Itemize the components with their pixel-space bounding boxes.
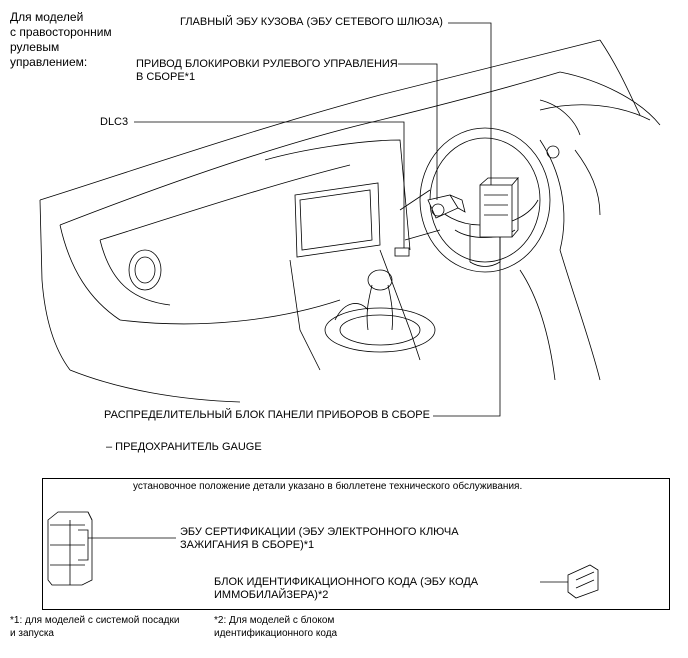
box-note: установочное положение детали указано в … — [133, 481, 523, 492]
footnote-1-line2: и запуска — [10, 628, 54, 639]
label-steering-lock-line2: В СБОРЕ*1 — [136, 71, 196, 83]
installation-note-box — [42, 478, 670, 610]
leader-steering-lock — [398, 63, 438, 200]
leader-dlc3 — [134, 121, 405, 248]
label-steering-lock: ПРИВОД БЛОКИРОВКИ РУЛЕВОГО УПРАВЛЕНИЯ В … — [136, 58, 398, 84]
footnote-1-line1: *1: для моделей с системой посадки — [10, 615, 180, 626]
heading-line-4: управлением: — [10, 55, 88, 69]
footnote-1: *1: для моделей с системой посадки и зап… — [10, 614, 179, 640]
immobilizer-icon — [567, 564, 599, 599]
label-cert-ecu-line2: ЗАЖИГАНИЯ В СБОРЕ)*1 — [180, 539, 315, 551]
label-junction-block: РАСПРЕДЕЛИТЕЛЬНЫЙ БЛОК ПАНЕЛИ ПРИБОРОВ В… — [104, 409, 430, 421]
heading-line-2: с правосторонним — [10, 25, 112, 39]
leader-body-ecu — [448, 22, 492, 185]
footnote-2-line1: *2: Для моделей с блоком — [214, 615, 335, 626]
label-fuse: – ПРЕДОХРАНИТЕЛЬ GAUGE — [106, 441, 262, 453]
heading-line-3: рулевым — [10, 40, 60, 54]
body-ecu-icon — [479, 176, 519, 238]
label-immobilizer-line2: ИММОБИЛАЙЗЕРА)*2 — [214, 589, 329, 601]
label-cert-ecu: ЭБУ СЕРТИФИКАЦИИ (ЭБУ ЭЛЕКТРОННОГО КЛЮЧА… — [180, 526, 459, 552]
leader-junction-block — [433, 237, 501, 417]
label-immobilizer-line1: БЛОК ИДЕНТИФИКАЦИОННОГО КОДА (ЭБУ КОДА — [214, 576, 479, 588]
steering-lock-actuator-icon — [427, 194, 466, 219]
label-immobilizer: БЛОК ИДЕНТИФИКАЦИОННОГО КОДА (ЭБУ КОДА И… — [214, 576, 478, 602]
label-cert-ecu-line1: ЭБУ СЕРТИФИКАЦИИ (ЭБУ ЭЛЕКТРОННОГО КЛЮЧА — [180, 526, 459, 538]
footnote-2: *2: Для моделей с блоком идентификационн… — [214, 614, 337, 640]
footnote-2-line2: идентификационного кода — [214, 628, 338, 639]
center-display — [299, 189, 373, 251]
dlc3-connector-icon — [394, 247, 410, 257]
heading: Для моделей с правосторонним рулевым упр… — [10, 10, 112, 70]
label-body-ecu: ГЛАВНЫЙ ЭБУ КУЗОВА (ЭБУ СЕТЕВОГО ШЛЮЗА) — [180, 16, 443, 28]
cert-ecu-icon — [47, 511, 93, 586]
windshield-outline — [39, 39, 601, 201]
label-dlc3: DLC3 — [100, 116, 129, 128]
label-steering-lock-line1: ПРИВОД БЛОКИРОВКИ РУЛЕВОГО УПРАВЛЕНИЯ — [136, 58, 398, 70]
gear-shifter — [324, 269, 436, 353]
heading-line-1: Для моделей — [10, 10, 84, 24]
